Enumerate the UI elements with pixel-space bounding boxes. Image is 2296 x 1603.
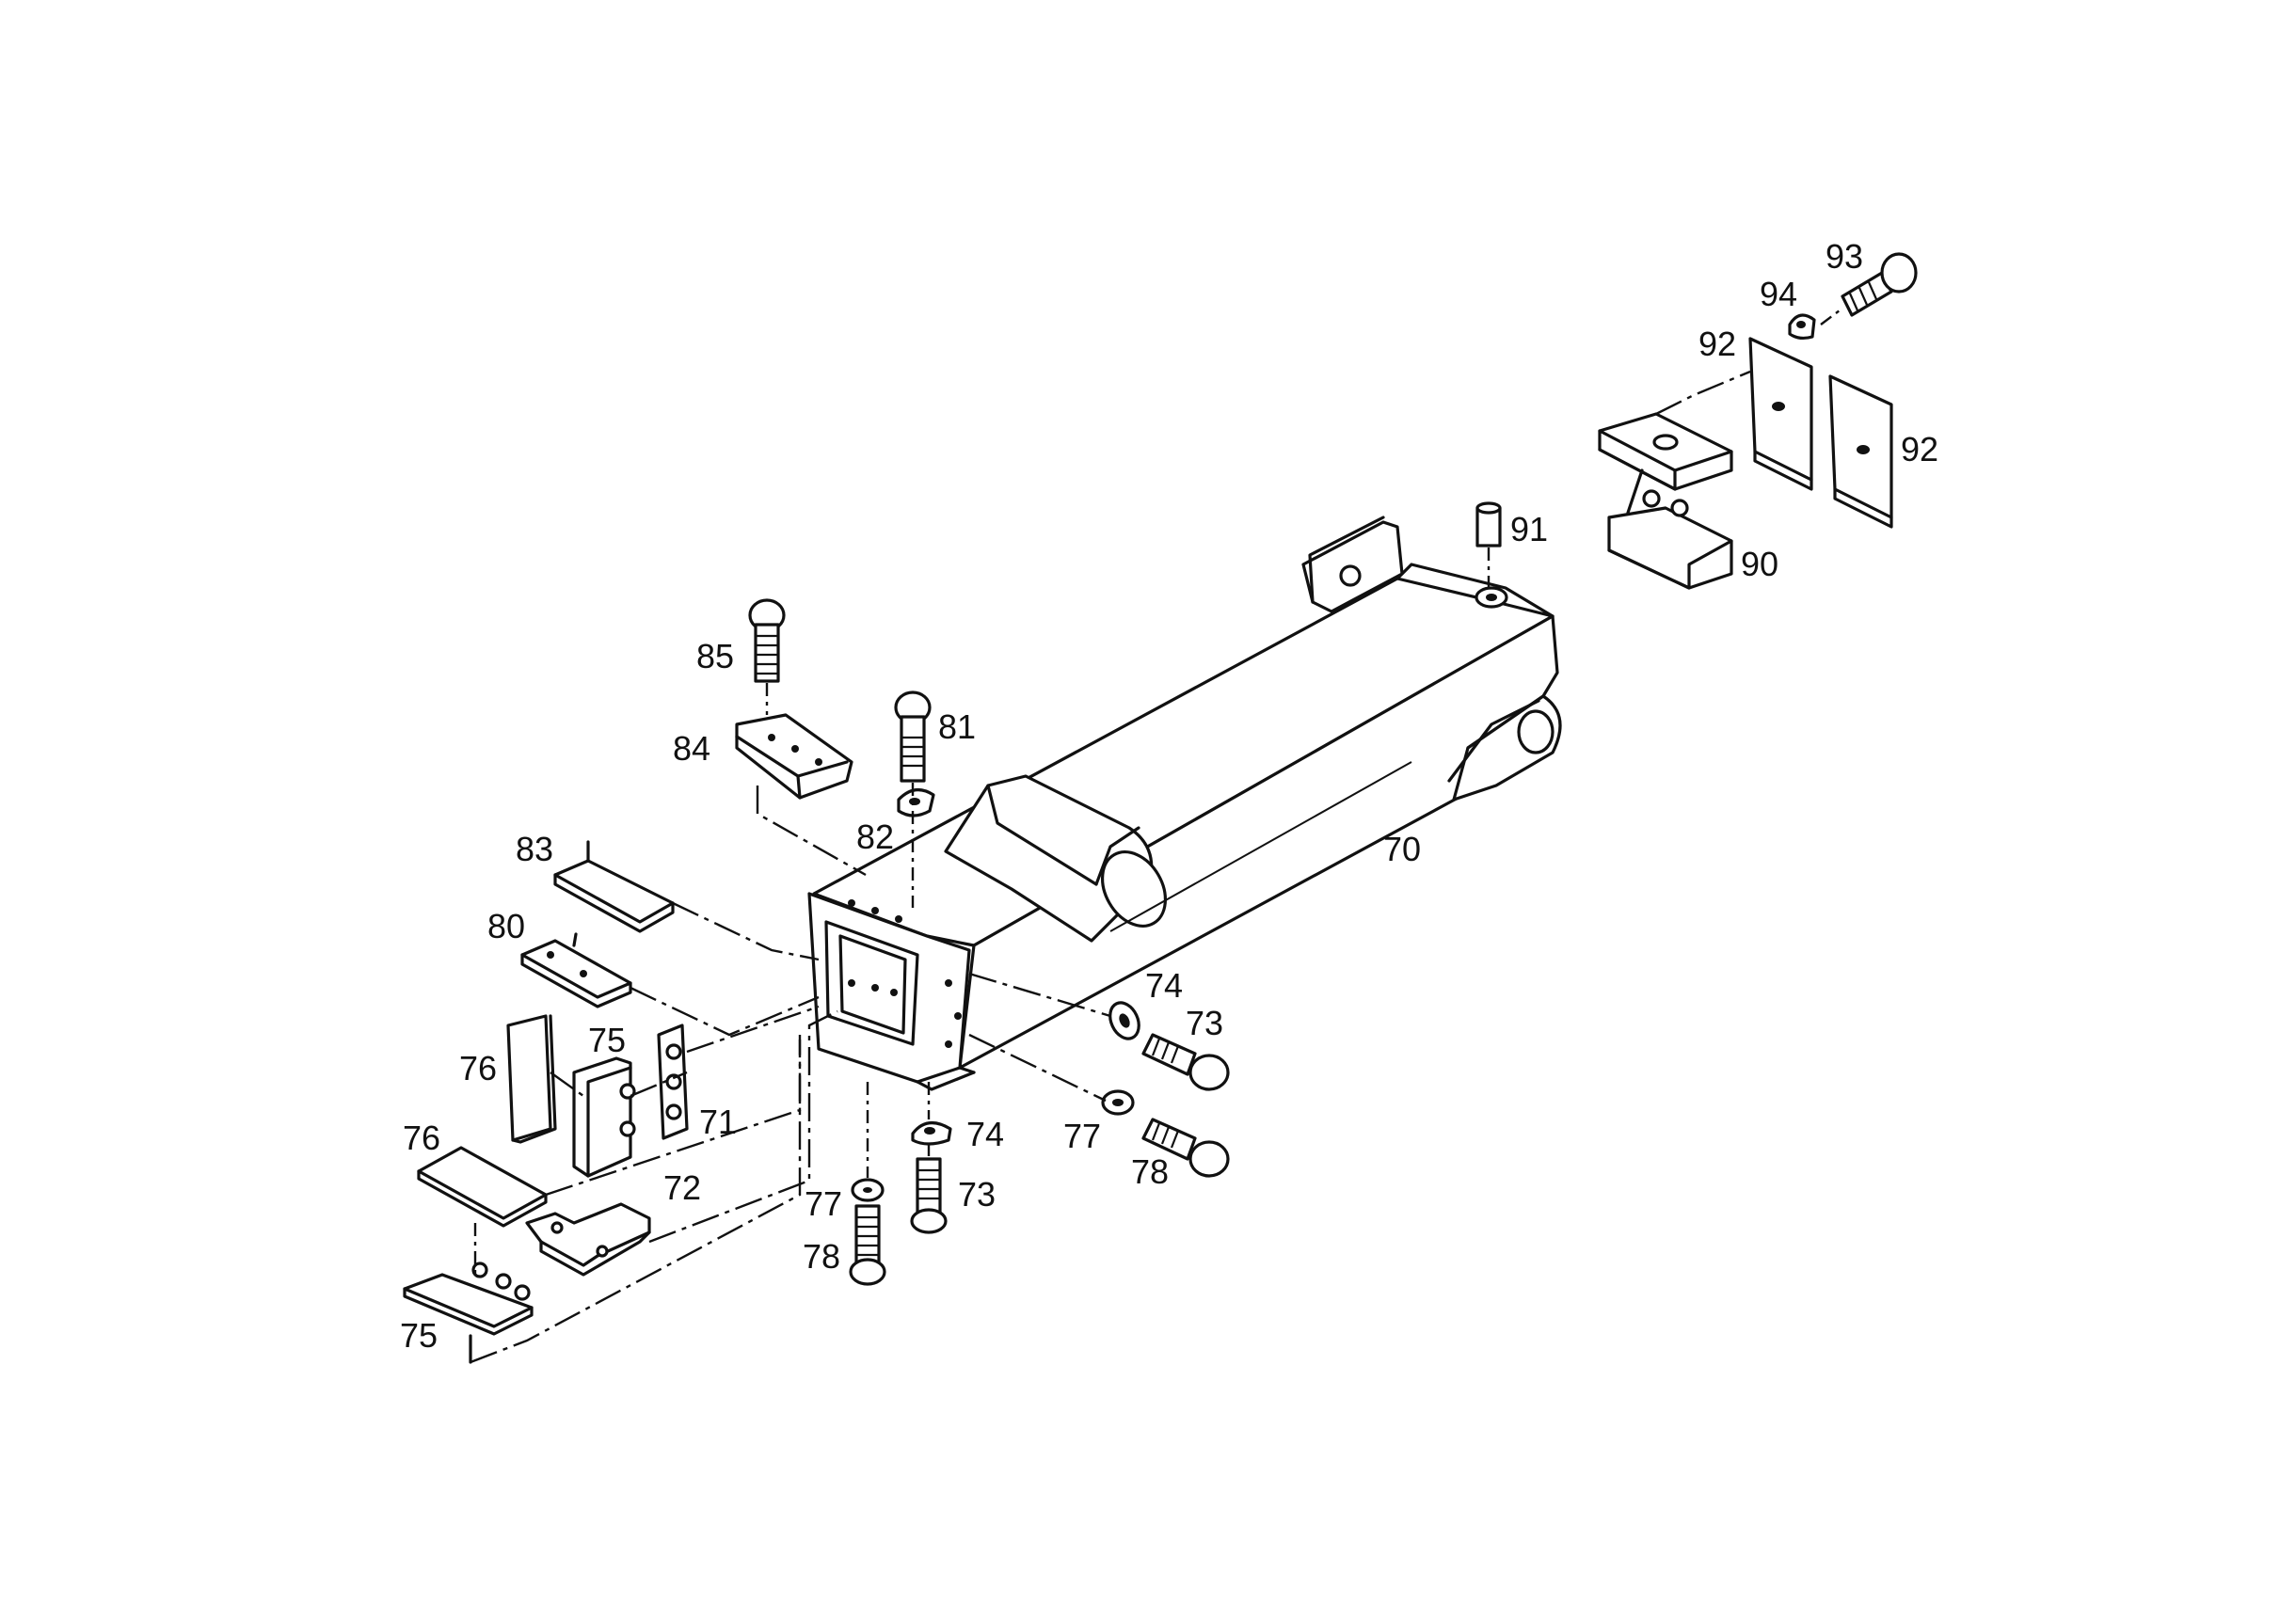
callout-73-right: 73 — [1186, 1004, 1223, 1042]
callout-73-lower: 73 — [958, 1175, 996, 1214]
plate-92-right — [1828, 374, 1893, 529]
callout-70: 70 — [1383, 830, 1421, 868]
callout-74-right: 74 — [1145, 966, 1183, 1005]
bolt-81 — [894, 690, 932, 783]
bolt-85 — [748, 598, 786, 683]
bracket-90 — [1598, 412, 1733, 590]
callout-92-left: 92 — [1698, 325, 1736, 363]
bolt-93 — [1841, 252, 1918, 317]
callout-76-upper: 76 — [459, 1049, 497, 1087]
washer-77-right — [1101, 1089, 1135, 1116]
plate-75-upper — [572, 1056, 636, 1178]
plate-76-upper — [506, 1014, 557, 1144]
plate-80 — [520, 932, 632, 1008]
callout-77-lower: 77 — [805, 1184, 842, 1223]
plate-92-left — [1748, 337, 1813, 491]
callout-82: 82 — [856, 817, 894, 856]
callout-75-lower: 75 — [400, 1316, 438, 1355]
callout-80: 80 — [487, 907, 525, 945]
callout-77-right: 77 — [1063, 1117, 1101, 1155]
washer-77-lower — [851, 1178, 885, 1202]
boom-arm — [807, 516, 1562, 1091]
callout-90: 90 — [1741, 545, 1778, 583]
bolt-73-right — [1141, 1033, 1230, 1091]
callout-92-right: 92 — [1901, 430, 1938, 468]
callout-84: 84 — [673, 729, 710, 768]
callout-94: 94 — [1760, 275, 1797, 313]
bolt-78-lower — [849, 1204, 886, 1286]
plate-72 — [525, 1202, 651, 1277]
bolt-78-right — [1141, 1118, 1230, 1178]
callout-71: 71 — [699, 1103, 737, 1141]
callout-78-lower: 78 — [803, 1237, 840, 1276]
pin-91 — [1475, 501, 1502, 548]
callout-93: 93 — [1826, 237, 1863, 276]
plate-83 — [553, 840, 675, 933]
callout-81: 81 — [938, 707, 976, 746]
washer-74-right — [1108, 1001, 1140, 1040]
plate-75-lower — [403, 1262, 534, 1336]
callout-labels: 70 71 72 73 73 74 74 75 75 76 76 77 77 7… — [400, 237, 1938, 1355]
callout-76-lower: 76 — [403, 1119, 440, 1157]
callout-75-upper: 75 — [588, 1021, 626, 1059]
washer-82 — [897, 788, 935, 817]
bracket-84 — [735, 713, 853, 800]
callout-78-right: 78 — [1131, 1152, 1169, 1191]
washer-94 — [1788, 313, 1816, 341]
callout-74-lower: 74 — [966, 1115, 1004, 1153]
callout-83: 83 — [516, 830, 553, 868]
callout-72: 72 — [663, 1168, 701, 1207]
callout-91: 91 — [1510, 510, 1548, 548]
plate-76-lower — [417, 1146, 548, 1228]
leader-lines — [469, 309, 1841, 1364]
callout-85: 85 — [696, 637, 734, 675]
bolt-73-lower — [910, 1157, 948, 1234]
washer-74-lower — [911, 1121, 952, 1146]
